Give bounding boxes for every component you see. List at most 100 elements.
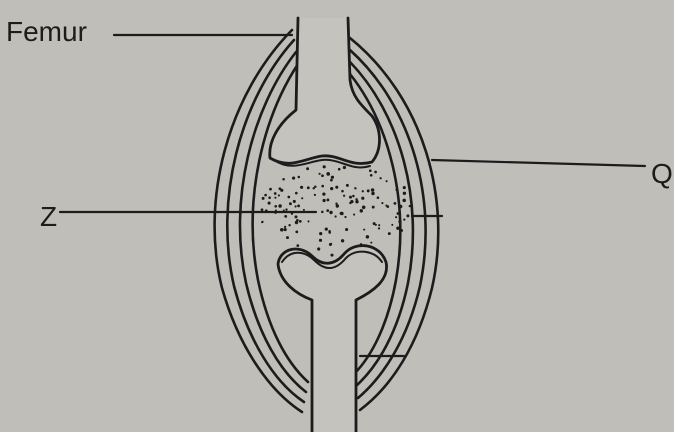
fluid-dot <box>262 197 265 200</box>
fluid-dot <box>399 205 402 208</box>
fluid-dot <box>284 228 287 231</box>
fluid-dot <box>362 206 366 210</box>
fluid-dot <box>303 209 305 211</box>
fluid-dot <box>352 195 355 198</box>
fluid-dot <box>330 179 333 182</box>
fluid-dot <box>319 239 322 242</box>
fluid-dot <box>268 196 271 199</box>
fluid-dot <box>321 185 324 188</box>
fluid-dot <box>286 236 289 239</box>
label-femur: Femur <box>6 18 87 46</box>
fluid-dot <box>386 180 388 182</box>
fluid-dot <box>289 202 292 205</box>
q-leader-line <box>432 160 645 166</box>
fluid-dot <box>335 203 337 205</box>
fluid-dot <box>297 204 300 207</box>
fluid-dot <box>326 198 329 201</box>
fluid-dot <box>282 178 285 181</box>
fluid-dot <box>295 215 298 218</box>
fluid-dot <box>328 230 331 233</box>
fluid-dot <box>335 186 338 189</box>
fluid-dot <box>367 189 370 192</box>
tibia-bone <box>278 246 387 432</box>
fluid-dot <box>378 227 380 229</box>
fluid-dot <box>300 186 303 189</box>
fluid-dot <box>403 218 405 220</box>
fluid-dot <box>400 229 403 232</box>
fluid-dot <box>362 190 364 192</box>
fluid-dot <box>285 208 287 210</box>
fluid-dot <box>344 216 346 218</box>
fluid-dot <box>306 167 309 170</box>
fluid-dot <box>321 174 324 177</box>
fluid-dot <box>274 192 277 195</box>
fluid-dot <box>373 222 376 225</box>
fluid-dot <box>338 168 341 171</box>
fluid-dot <box>403 192 406 195</box>
fluid-dot <box>381 202 383 204</box>
fluid-dot <box>406 214 409 217</box>
fluid-dot <box>321 211 324 214</box>
fluid-dot <box>374 171 377 174</box>
fluid-dot <box>371 188 375 192</box>
fluid-dot <box>278 204 282 208</box>
fluid-dot <box>366 235 369 238</box>
fluid-dot <box>361 197 364 200</box>
fluid-dot <box>293 200 296 203</box>
fluid-dot <box>314 194 316 196</box>
fluid-dot <box>287 196 290 199</box>
fluid-dot <box>377 196 380 199</box>
fluid-dot <box>385 205 387 207</box>
fluid-dot <box>279 187 282 190</box>
fluid-dot <box>261 208 264 211</box>
fluid-dot <box>350 200 353 203</box>
fluid-dot <box>269 188 272 191</box>
fluid-dot <box>370 174 373 177</box>
fluid-dot <box>396 227 399 230</box>
fluid-dot <box>346 184 349 187</box>
fluid-dot <box>322 199 325 202</box>
fluid-dot <box>295 221 298 224</box>
fluid-dot <box>292 177 295 180</box>
fluid-dot <box>295 205 297 207</box>
fluid-dot <box>295 231 298 234</box>
fluid-dot <box>284 226 286 228</box>
fluid-dot <box>264 194 267 197</box>
fluid-dot <box>274 197 276 199</box>
fluid-dot <box>370 242 372 244</box>
joint-capsule-right <box>350 38 438 410</box>
fluid-dot <box>395 189 397 191</box>
fluid-dot <box>295 192 298 195</box>
label-z: Z <box>40 203 57 231</box>
fluid-dot <box>288 224 290 226</box>
fluid-dot <box>284 215 287 218</box>
fluid-dot <box>354 187 356 189</box>
joint-capsule-left <box>215 30 308 412</box>
fluid-dot <box>318 173 320 175</box>
fluid-dot <box>262 221 264 223</box>
fluid-dot <box>307 186 310 189</box>
fluid-dot <box>326 209 329 212</box>
fluid-dot <box>353 214 355 216</box>
fluid-dot <box>340 212 344 216</box>
fluid-dot <box>268 202 271 205</box>
fluid-dot <box>307 220 309 222</box>
fluid-dot <box>360 209 362 211</box>
fluid-dot <box>280 228 284 232</box>
fluid-dot <box>403 186 406 189</box>
fluid-dot <box>395 216 397 218</box>
fluid-dot <box>331 176 334 179</box>
fluid-dot <box>355 200 358 203</box>
fluid-dot <box>323 165 326 168</box>
fluid-dot <box>394 202 397 205</box>
fluid-dot <box>379 177 381 179</box>
fluid-dot <box>322 192 325 195</box>
label-q: Q <box>651 160 673 188</box>
fluid-dot <box>319 232 322 235</box>
fluid-dot <box>330 243 332 245</box>
fluid-dot <box>402 199 406 203</box>
fluid-dot <box>278 194 280 196</box>
fluid-dot <box>369 169 372 172</box>
fluid-dot <box>329 211 332 214</box>
fluid-dot <box>341 190 344 193</box>
